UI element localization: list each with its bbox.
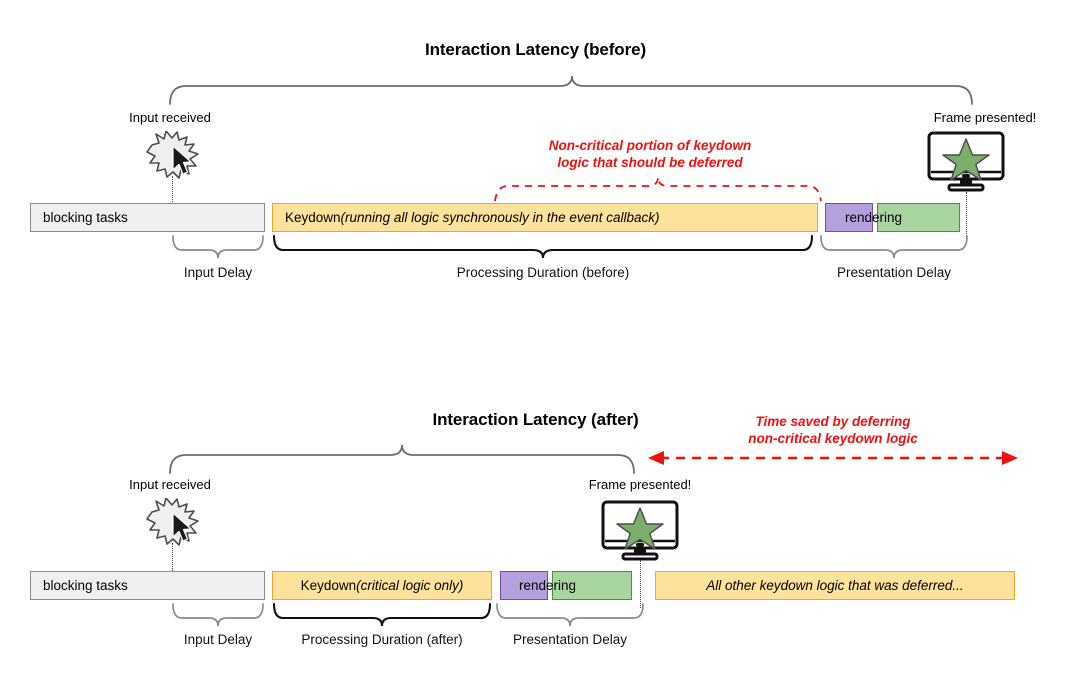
title-after-text: Interaction Latency (after) [432,410,639,429]
red-note-after-line2: non-critical keydown logic [748,431,918,446]
monitor-icon [601,500,679,561]
bar-keydown-before-sublabel: (running all logic synchronously in the … [340,210,660,225]
bar-keydown-after[interactable]: Keydown (critical logic only) [272,571,492,600]
phase-presentation-before: Presentation Delay [836,265,952,280]
star-icon [942,138,990,181]
red-arrow-head-left [648,451,664,465]
red-arrow-head-right [1002,451,1018,465]
brace-presentation-delay-after [496,603,644,627]
title-after: Interaction Latency (after) [0,410,1071,430]
guide-frame-after [640,560,641,608]
bar-blocking-tasks-after[interactable]: blocking tasks [30,571,265,600]
brace-processing-duration-before [272,234,814,259]
bar-blocking-tasks-before-label: blocking tasks [43,210,128,225]
monitor-icon [927,131,1005,192]
red-note-before-line1: Non-critical portion of keydown [548,138,752,153]
input-received-label-before: Input received [129,110,211,125]
title-before: Interaction Latency (before) [424,40,647,59]
bar-green-rendering-after[interactable] [552,571,632,600]
bar-blocking-tasks-before[interactable]: blocking tasks [30,203,265,232]
bar-blocking-tasks-after-label: blocking tasks [43,578,128,593]
red-note-before: Non-critical portion of keydown logic th… [460,137,840,171]
bar-deferred-logic-after[interactable]: All other keydown logic that was deferre… [655,571,1015,600]
red-note-after-line1: Time saved by deferring [755,414,911,429]
brace-input-delay-before [172,235,264,259]
brace-interaction-latency-after [169,444,635,474]
brace-presentation-delay-before [820,235,968,259]
phase-processing-before: Processing Duration (before) [456,265,630,280]
frame-presented-label-after: Frame presented! [588,477,692,492]
bar-keydown-before-label: Keydown [285,210,341,225]
bar-purple-after[interactable] [500,571,548,600]
bar-green-rendering-before[interactable] [877,203,960,232]
frame-presented-label-before: Frame presented! [933,110,1037,125]
bar-keydown-after-label: Keydown [300,578,357,593]
input-received-label-after: Input received [129,477,211,492]
red-dashed-brace-before [494,176,822,202]
phase-input-delay-after: Input Delay [183,632,253,647]
star-icon [616,507,664,550]
guide-frame-before [966,192,967,240]
rendering-label-after: rendering [519,578,577,593]
rendering-label-before: rendering [845,210,903,225]
red-note-before-line2: logic that should be deferred [557,155,743,170]
phase-input-delay-before: Input Delay [183,265,253,280]
bar-purple-before[interactable] [825,203,873,232]
phase-presentation-after: Presentation Delay [512,632,628,647]
red-note-after: Time saved by deferring non-critical key… [650,413,1016,447]
phase-processing-after: Processing Duration (after) [301,632,463,647]
brace-processing-duration-after [272,602,492,627]
brace-interaction-latency-before [169,75,973,105]
mouse-cursor-icon [172,513,192,542]
bar-keydown-after-sublabel: (critical logic only) [356,578,464,593]
brace-input-delay-after [172,603,264,627]
bar-deferred-logic-label: All other keydown logic that was deferre… [706,578,964,593]
bar-keydown-before[interactable]: Keydown (running all logic synchronously… [272,203,818,232]
mouse-cursor-icon [172,146,192,175]
